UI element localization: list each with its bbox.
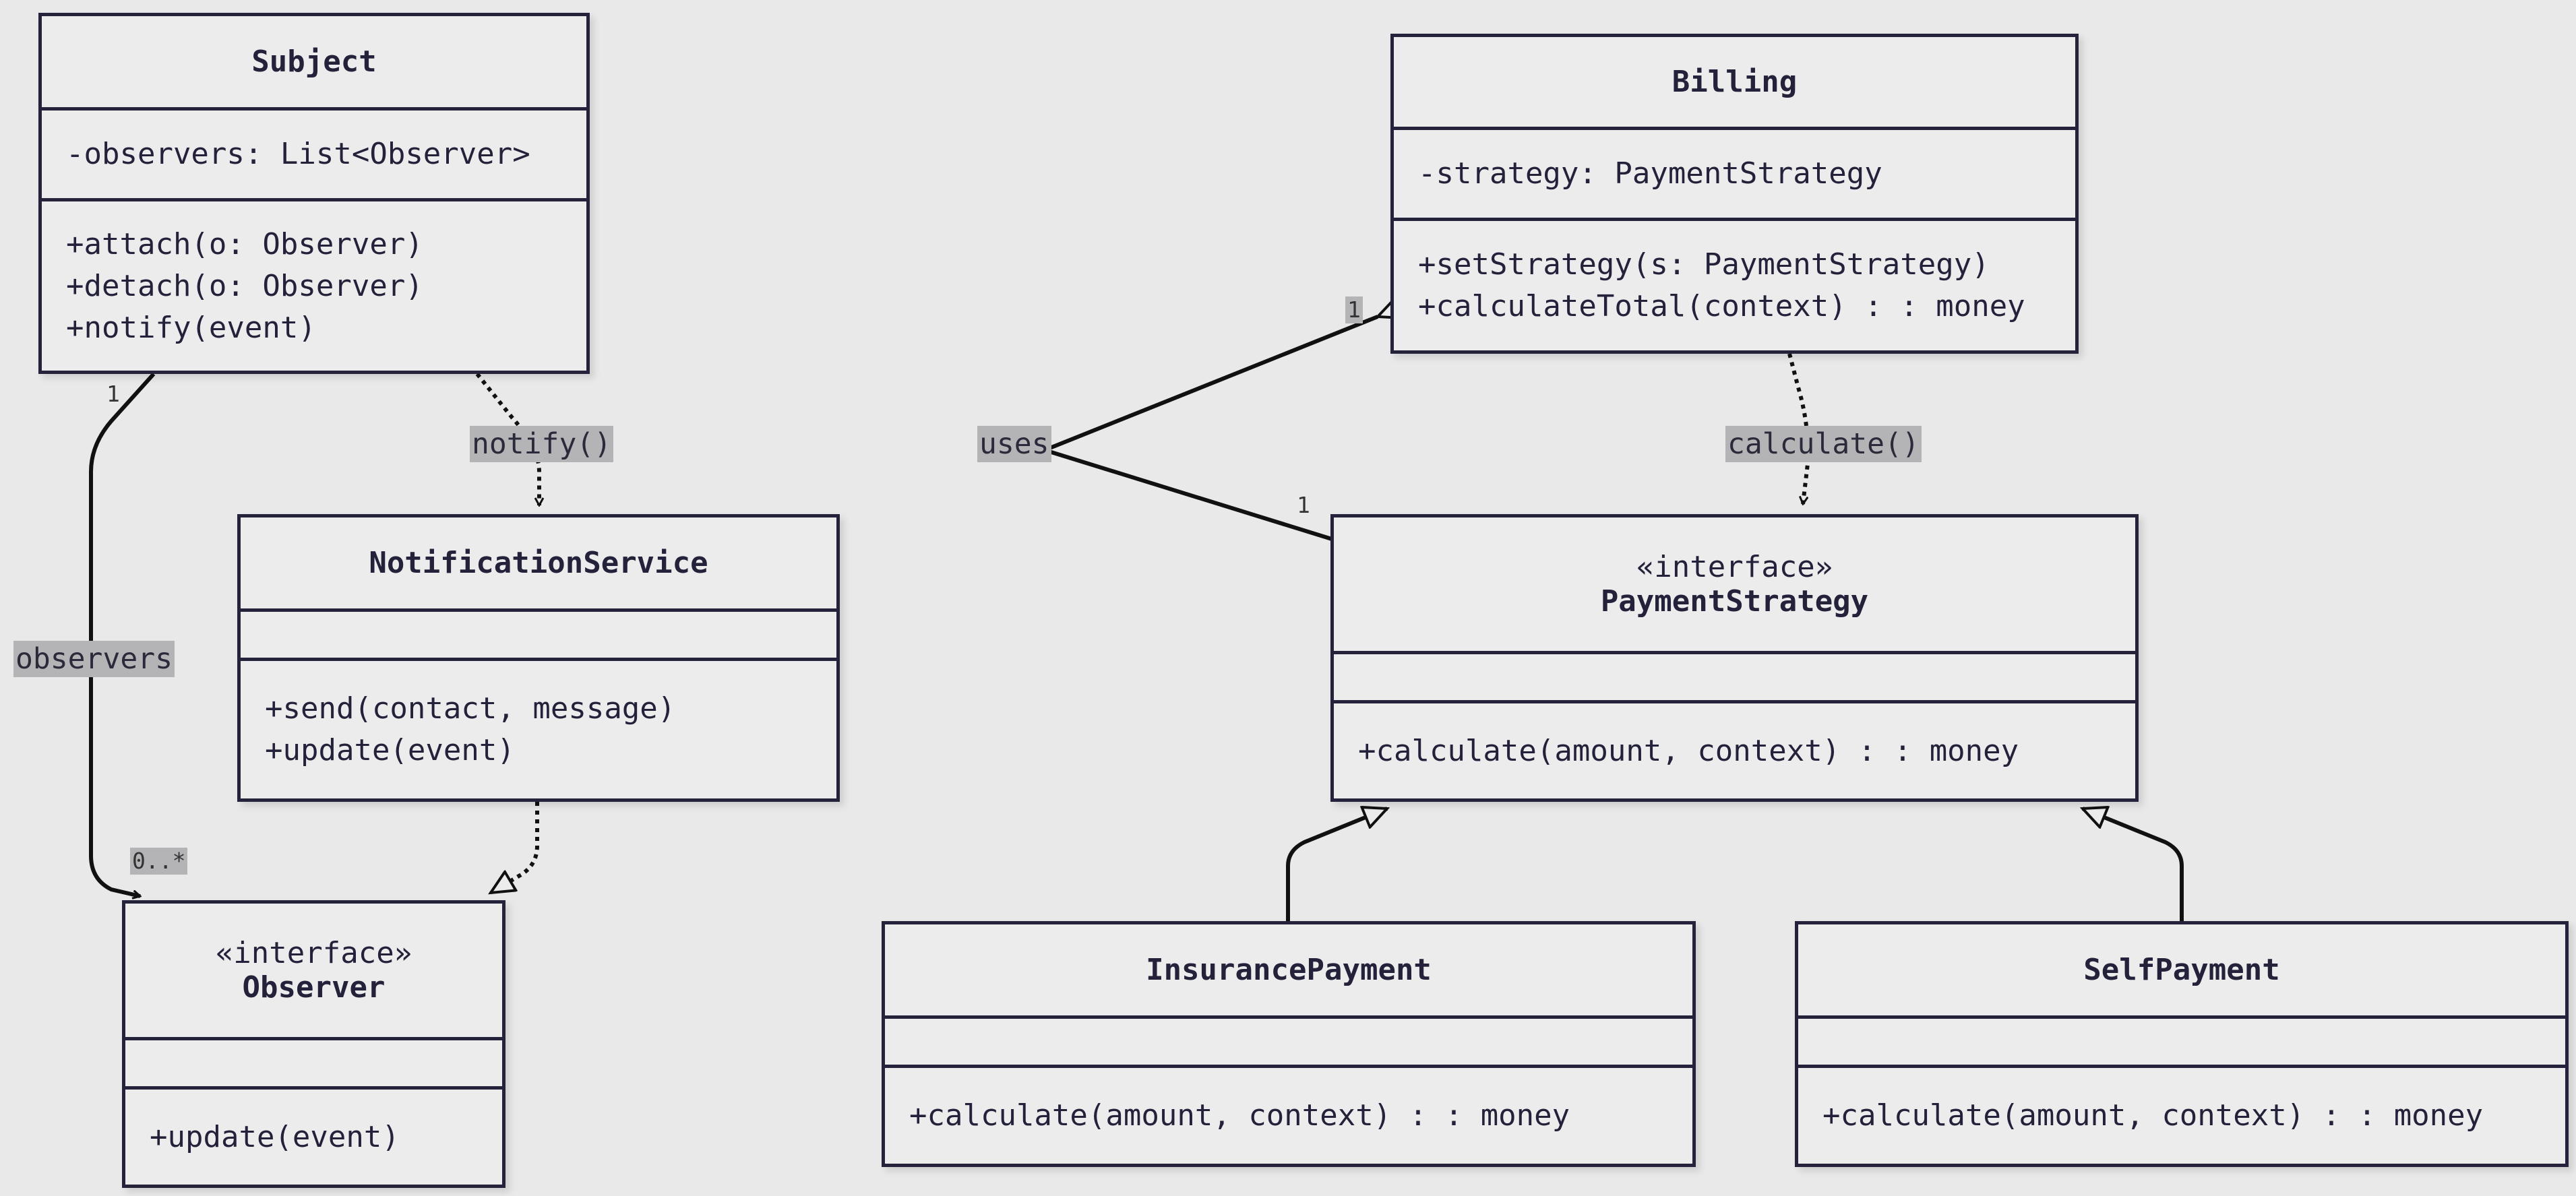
class-payment-strategy[interactable]: «interface» PaymentStrategy +calculate(a… bbox=[1330, 514, 2139, 802]
multiplicity-observer-target: 0..* bbox=[130, 848, 188, 875]
method: +notify(event) bbox=[66, 310, 316, 345]
stereotype: «interface» bbox=[215, 936, 412, 970]
multiplicity-strategy-target: 1 bbox=[1297, 492, 1310, 518]
class-name: Subject bbox=[251, 44, 377, 79]
edge-notification-observer-realization bbox=[491, 802, 539, 895]
stereotype: «interface» bbox=[1636, 550, 1833, 584]
edge-label-uses: uses bbox=[977, 426, 1051, 462]
method: +setStrategy(s: PaymentStrategy) bbox=[1418, 247, 1990, 282]
attributes-section: -strategy: PaymentStrategy bbox=[1394, 130, 2075, 221]
edge-insurance-realization bbox=[1286, 809, 1387, 921]
attributes-section bbox=[1334, 654, 2135, 703]
edge-subject-observers bbox=[89, 372, 156, 896]
class-billing[interactable]: Billing -strategy: PaymentStrategy +setS… bbox=[1390, 34, 2079, 354]
methods-section: +calculate(amount, context) : : money bbox=[885, 1068, 1692, 1164]
edge-selfpayment-realization bbox=[2083, 809, 2184, 921]
class-subject[interactable]: Subject -observers: List<Observer> +atta… bbox=[38, 13, 590, 374]
method: +update(event) bbox=[265, 733, 515, 767]
method: +send(contact, message) bbox=[265, 691, 676, 726]
edge-label-notify: notify() bbox=[470, 426, 614, 462]
class-name: NotificationService bbox=[369, 546, 708, 580]
edge-label-calculate: calculate() bbox=[1725, 426, 1922, 462]
method: +attach(o: Observer) bbox=[66, 226, 423, 261]
class-self-payment[interactable]: SelfPayment +calculate(amount, context) … bbox=[1795, 921, 2569, 1167]
method: +detach(o: Observer) bbox=[66, 268, 423, 303]
methods-section: +calculate(amount, context) : : money bbox=[1334, 703, 2135, 798]
multiplicity-subject-source: 1 bbox=[106, 381, 120, 407]
attributes-section bbox=[1798, 1019, 2565, 1068]
edge-billing-calculate bbox=[1787, 353, 1811, 504]
class-name: Observer bbox=[242, 970, 386, 1005]
class-name: PaymentStrategy bbox=[1600, 584, 1869, 619]
class-name: Billing bbox=[1672, 65, 1798, 99]
methods-section: +calculate(amount, context) : : money bbox=[1798, 1068, 2565, 1164]
method: +update(event) bbox=[150, 1119, 400, 1154]
edge-billing-uses-strategy bbox=[1039, 317, 1378, 541]
methods-section: +attach(o: Observer) +detach(o: Observer… bbox=[42, 201, 586, 371]
attribute: -strategy: PaymentStrategy bbox=[1418, 156, 1882, 191]
attributes-section: -observers: List<Observer> bbox=[42, 111, 586, 201]
methods-section: +send(contact, message) +update(event) bbox=[241, 661, 836, 798]
class-notification-service[interactable]: NotificationService +send(contact, messa… bbox=[237, 514, 840, 802]
methods-section: +setStrategy(s: PaymentStrategy) +calcul… bbox=[1394, 221, 2075, 350]
attributes-section bbox=[241, 612, 836, 661]
attribute: -observers: List<Observer> bbox=[66, 137, 530, 171]
edge-label-observers: observers bbox=[13, 641, 175, 677]
method: +calculateTotal(context) : : money bbox=[1418, 289, 2025, 323]
method: +calculate(amount, context) : : money bbox=[1358, 733, 2019, 768]
class-observer[interactable]: «interface» Observer +update(event) bbox=[122, 900, 505, 1188]
methods-section: +update(event) bbox=[125, 1090, 502, 1185]
multiplicity-billing-source: 1 bbox=[1345, 296, 1363, 323]
class-name: SelfPayment bbox=[2083, 953, 2280, 987]
attributes-section bbox=[125, 1040, 502, 1090]
method: +calculate(amount, context) : : money bbox=[909, 1098, 1570, 1133]
attributes-section bbox=[885, 1019, 1692, 1068]
method: +calculate(amount, context) : : money bbox=[1822, 1098, 2484, 1133]
class-name: InsurancePayment bbox=[1146, 953, 1432, 987]
class-insurance-payment[interactable]: InsurancePayment +calculate(amount, cont… bbox=[882, 921, 1696, 1167]
